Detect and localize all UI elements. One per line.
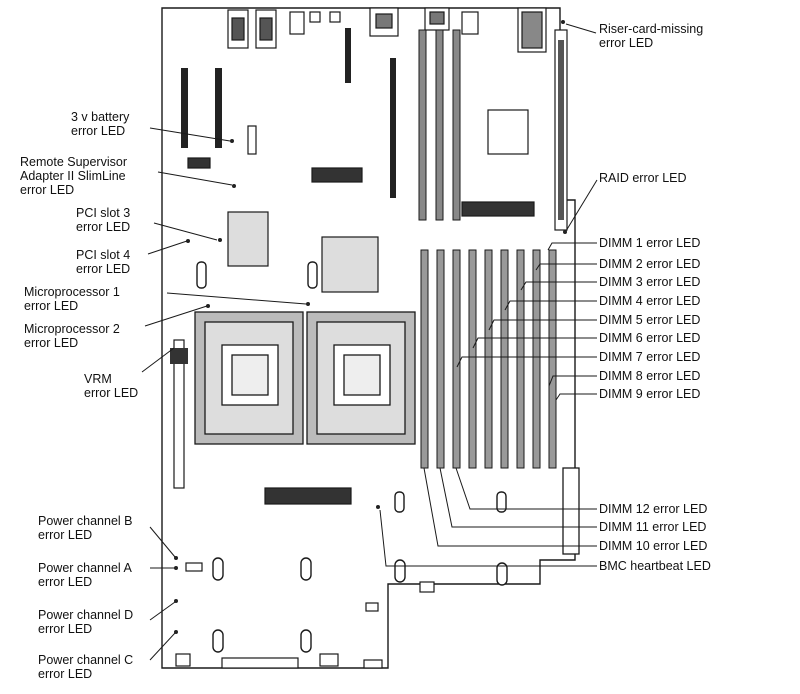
label-line: Power channel C	[38, 653, 134, 667]
label-line: error LED	[38, 667, 93, 681]
lower-dimm-slots	[420, 249, 557, 469]
label-dimm-3: DIMM 3 error LED	[599, 275, 701, 289]
label-raid: RAID error LED	[599, 171, 687, 185]
label-microprocessor-1: Microprocessor 1 error LED	[24, 285, 120, 313]
pci-slots	[181, 28, 396, 198]
rear-connectors	[227, 7, 547, 53]
label-line: PCI slot 3	[76, 206, 131, 220]
label-line: Riser-card-missing	[599, 22, 704, 36]
label-line: Remote Supervisor	[20, 155, 127, 169]
label-dimm-10: DIMM 10 error LED	[599, 539, 708, 553]
label-power-channel-d: Power channel D error LED	[38, 608, 133, 636]
label-line: error LED	[38, 528, 93, 542]
label-dimm-6: DIMM 6 error LED	[599, 331, 701, 345]
label-line: error LED	[599, 36, 654, 50]
label-dimm-2: DIMM 2 error LED	[599, 257, 701, 271]
label-dimm-7: DIMM 7 error LED	[599, 350, 701, 364]
label-line: 3 v battery	[71, 110, 130, 124]
label-dimm-8: DIMM 8 error LED	[599, 369, 701, 383]
label-power-channel-a: Power channel A error LED	[38, 561, 132, 589]
label-line: error LED	[24, 299, 79, 313]
label-dimm-12: DIMM 12 error LED	[599, 502, 708, 516]
label-dimm-4: DIMM 4 error LED	[599, 294, 701, 308]
label-line: PCI slot 4	[76, 248, 131, 262]
label-line: error LED	[84, 386, 139, 400]
label-line: Power channel B	[38, 514, 133, 528]
label-line: error LED	[76, 220, 131, 234]
chips	[185, 109, 535, 572]
upper-dimm-slots	[418, 29, 461, 221]
label-riser-card-missing: Riser-card-missing error LED	[599, 22, 703, 50]
label-power-channel-c: Power channel C error LED	[38, 653, 133, 681]
label-line: Power channel A	[38, 561, 132, 575]
label-line: Microprocessor 2	[24, 322, 120, 336]
label-dimm-11: DIMM 11 error LED	[599, 520, 707, 534]
label-power-channel-b: Power channel B error LED	[38, 514, 133, 542]
label-line: error LED	[38, 575, 93, 589]
label-line: error LED	[20, 183, 75, 197]
label-rsa-slimline: Remote Supervisor Adapter II SlimLine er…	[20, 155, 127, 197]
label-3v-battery: 3 v battery error LED	[71, 110, 129, 138]
label-vrm: VRM error LED	[84, 372, 138, 400]
label-dimm-5: DIMM 5 error LED	[599, 313, 701, 327]
label-line: error LED	[24, 336, 79, 350]
label-line: error LED	[76, 262, 131, 276]
label-dimm-9: DIMM 9 error LED	[599, 387, 701, 401]
label-pci-slot-3: PCI slot 3 error LED	[76, 206, 130, 234]
label-line: VRM	[84, 372, 112, 386]
leader-lines	[141, 23, 598, 661]
label-line: Adapter II SlimLine	[20, 169, 126, 183]
vrm-connector	[170, 339, 188, 489]
bottom-connectors	[175, 581, 435, 669]
power-connector	[562, 467, 580, 555]
label-microprocessor-2: Microprocessor 2 error LED	[24, 322, 120, 350]
label-line: error LED	[71, 124, 126, 138]
riser-slot	[554, 29, 568, 231]
label-dimm-1: DIMM 1 error LED	[599, 236, 701, 250]
label-line: Power channel D	[38, 608, 134, 622]
label-line: Microprocessor 1	[24, 285, 120, 299]
label-line: error LED	[38, 622, 93, 636]
label-pci-slot-4: PCI slot 4 error LED	[76, 248, 130, 276]
label-bmc-heartbeat: BMC heartbeat LED	[599, 559, 711, 573]
processor-sockets	[194, 311, 416, 445]
